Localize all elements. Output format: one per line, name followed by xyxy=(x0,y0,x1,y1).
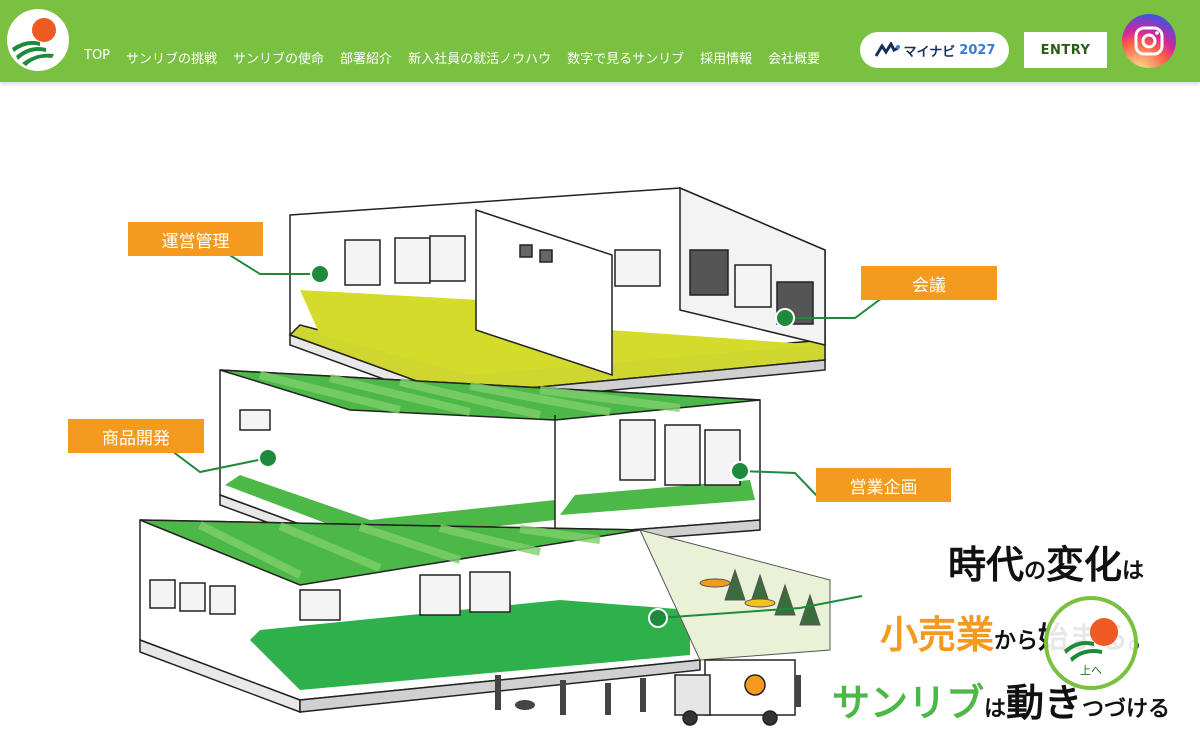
instagram-icon[interactable] xyxy=(1122,14,1176,68)
terrace xyxy=(639,529,831,661)
sunlive-logo-icon[interactable] xyxy=(6,8,70,72)
building-illustration xyxy=(139,186,883,726)
nav-item-challenge[interactable]: サンリブの挑戦 xyxy=(126,52,218,67)
people-figures xyxy=(495,675,801,715)
entry-button[interactable]: ENTRY xyxy=(1024,32,1107,68)
mynavi-logo-icon xyxy=(874,42,900,57)
hero-section: 運営管理 会議 商品開発 営業企画 時代の変化は 小売業から始まる。 サンリブは… xyxy=(0,82,1200,750)
headline-word: 変化 xyxy=(1046,543,1123,587)
label-sales-planning[interactable]: 営業企画 xyxy=(816,468,951,502)
nav-item-company[interactable]: 会社概要 xyxy=(768,52,821,67)
nav-item-top[interactable]: TOP xyxy=(84,48,111,63)
headline-word: つづける xyxy=(1082,697,1171,722)
headline-line-1: 時代の変化は xyxy=(948,534,1144,589)
nav-item-mission[interactable]: サンリブの使命 xyxy=(233,52,325,67)
headline-word: サンリブ xyxy=(832,681,985,725)
headline-word: 動き xyxy=(1006,681,1083,725)
label-dots xyxy=(258,264,795,628)
main-nav: TOP サンリブの挑戦 サンリブの使命 部署紹介 新入社員の就活ノウハウ 数字で… xyxy=(84,48,836,67)
nav-item-recruit[interactable]: 採用情報 xyxy=(700,52,753,67)
back-to-top-label: 上へ xyxy=(1080,664,1102,677)
top-floor xyxy=(288,186,826,407)
label-operations[interactable]: 運営管理 xyxy=(128,222,263,256)
headline-word: 小売業 xyxy=(880,613,995,657)
site-header: TOP サンリブの挑戦 サンリブの使命 部署紹介 新入社員の就活ノウハウ 数字で… xyxy=(0,0,1200,82)
mynavi-button[interactable]: マイナビ 2027 xyxy=(860,32,1009,68)
headline-word: は xyxy=(1122,559,1145,584)
middle-floor xyxy=(219,369,761,562)
headline-word: の xyxy=(1024,559,1047,584)
nav-item-departments[interactable]: 部署紹介 xyxy=(340,52,393,67)
headline-word: は xyxy=(984,697,1007,722)
back-to-top-button[interactable]: 上へ xyxy=(1044,596,1138,690)
headline-word: から xyxy=(994,629,1039,654)
headline-line-3: サンリブは動きつづける xyxy=(832,672,1170,727)
headline-word: 時代 xyxy=(948,543,1025,587)
label-connectors xyxy=(167,253,883,619)
mynavi-text: マイナビ xyxy=(903,44,956,60)
mynavi-year: 2027 xyxy=(959,42,996,58)
label-product-dev[interactable]: 商品開発 xyxy=(68,419,204,453)
sunlive-logo-icon xyxy=(1064,618,1118,662)
ground-floor xyxy=(139,519,701,714)
label-meeting[interactable]: 会議 xyxy=(861,266,997,300)
nav-item-knowhow[interactable]: 新入社員の就活ノウハウ xyxy=(408,52,552,67)
nav-item-numbers[interactable]: 数字で見るサンリブ xyxy=(567,52,685,67)
